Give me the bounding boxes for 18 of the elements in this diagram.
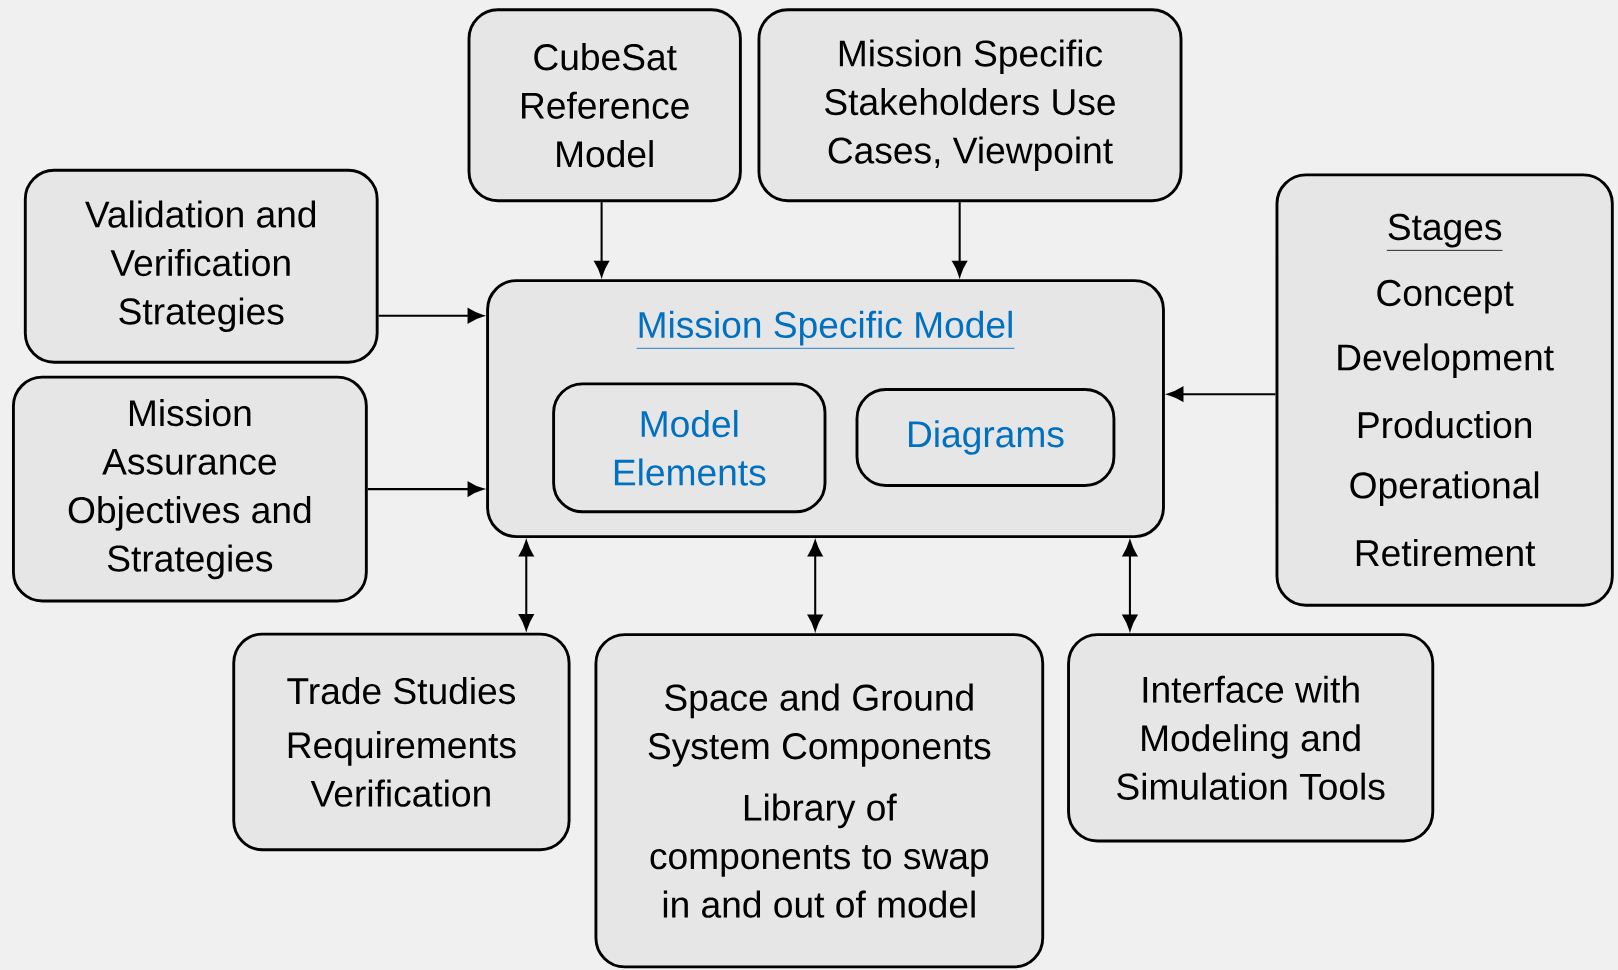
process-box: Space and Ground System Components Library of components to swap in and out of model	[594, 633, 1045, 969]
process-box: Model Elements	[552, 382, 827, 514]
process-box: CubeSat Reference Model	[467, 8, 742, 203]
arrow	[952, 202, 967, 277]
arrow	[1122, 540, 1138, 631]
process-box: Interface with Modeling and Simulation Tools	[1067, 633, 1435, 843]
arrow	[1167, 386, 1276, 402]
process-box: Diagrams	[855, 388, 1116, 487]
arrow	[594, 202, 609, 277]
arrow	[807, 540, 823, 631]
process-box: Mission Assurance Objectives and Strategies	[12, 375, 368, 603]
stages-box: Stages Concept Development Production Operational Retirement	[1275, 173, 1614, 607]
arrow	[518, 540, 534, 631]
process-box: Trade Studies Requirements Verification	[232, 632, 571, 852]
process-box: Mission Specific Stakeholders Use Cases, Viewpoint	[757, 8, 1183, 203]
arrow	[367, 481, 484, 497]
process-box: Validation and Verification Strategies	[23, 168, 379, 364]
arrow	[378, 308, 484, 324]
